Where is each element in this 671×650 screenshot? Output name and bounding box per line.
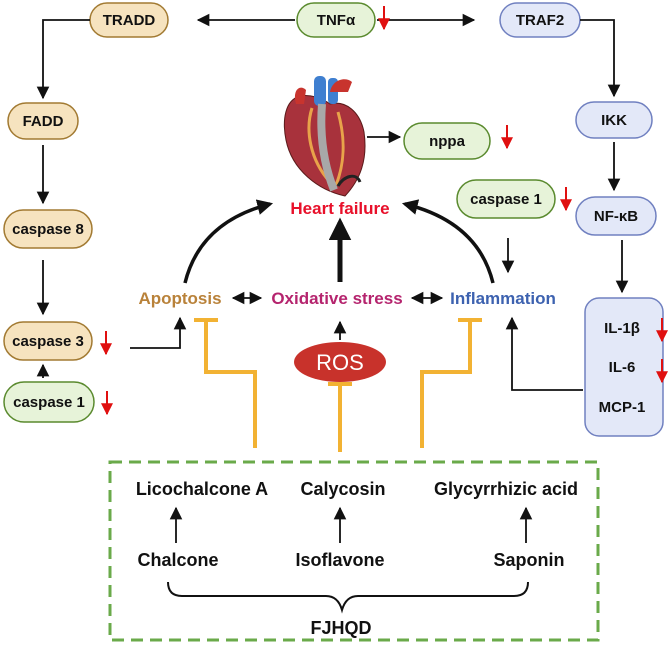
- ros-node: ROS: [294, 342, 386, 382]
- node-caspase1-left: caspase 1: [3, 381, 95, 423]
- node-ikk: IKK: [575, 101, 653, 139]
- node-caspase3: caspase 3: [3, 321, 93, 361]
- mcp1-label: MCP-1: [599, 399, 646, 416]
- il1b-label: IL-1β: [604, 320, 640, 337]
- ikk-label: IKK: [601, 112, 627, 129]
- node-tradd: TRADD: [89, 2, 169, 38]
- fadd-label: FADD: [23, 113, 64, 130]
- node-tnfa: TNFα: [296, 2, 376, 38]
- node-nppa: nppa: [403, 122, 491, 160]
- arrows: [36, 13, 629, 391]
- nppa-label: nppa: [429, 133, 465, 150]
- isoflavone-label: Isoflavone: [295, 550, 384, 570]
- calycosin-label: Calycosin: [300, 479, 385, 499]
- inflammation-label: Inflammation: [450, 289, 556, 308]
- oxidative-stress-label: Oxidative stress: [271, 289, 402, 308]
- fjhqd-label: FJHQD: [310, 618, 371, 638]
- heart-failure-label: Heart failure: [290, 199, 389, 218]
- nfkb-label: NF-κB: [594, 208, 638, 225]
- licochalcone-label: Licochalcone A: [136, 479, 268, 499]
- down-arrows: [100, 6, 668, 416]
- caspase8-label: caspase 8: [12, 221, 84, 238]
- caspase1-right-label: caspase 1: [470, 191, 542, 208]
- tradd-label: TRADD: [103, 12, 156, 29]
- glycyrrhizic-label: Glycyrrhizic acid: [434, 479, 578, 499]
- il6-label: IL-6: [609, 359, 636, 376]
- node-caspase8: caspase 8: [3, 209, 93, 249]
- caspase3-label: caspase 3: [12, 333, 84, 350]
- traf2-label: TRAF2: [516, 12, 564, 29]
- compound-arrows: [169, 506, 533, 543]
- tnfa-label: TNFα: [317, 12, 356, 29]
- apoptosis-label: Apoptosis: [138, 289, 221, 308]
- fjhqd-box: [108, 460, 600, 642]
- node-cytokines: IL-1β IL-6 MCP-1: [584, 297, 664, 437]
- heart-icon: [283, 76, 366, 197]
- inhibition-lines: [194, 318, 482, 452]
- heart-failure-arrows: [183, 199, 495, 284]
- fjhqd-brace: [167, 581, 529, 614]
- node-fadd: FADD: [7, 102, 79, 140]
- caspase1-left-label: caspase 1: [13, 394, 85, 411]
- ros-label: ROS: [316, 350, 364, 375]
- node-caspase1-right: caspase 1: [456, 179, 556, 219]
- node-traf2: TRAF2: [499, 2, 581, 38]
- saponin-label: Saponin: [494, 550, 565, 570]
- chalcone-label: Chalcone: [137, 550, 218, 570]
- node-nfkb: NF-κB: [575, 196, 657, 236]
